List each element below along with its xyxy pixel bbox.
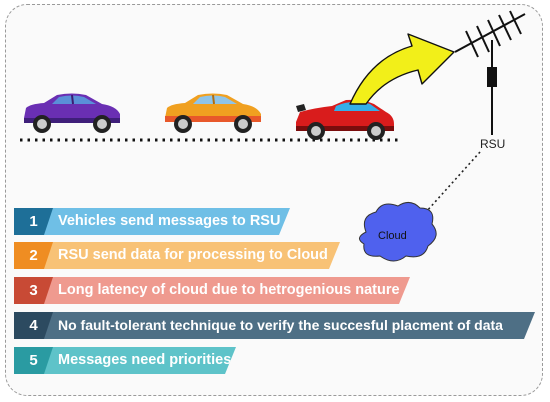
- step-4-number: 4: [14, 312, 53, 339]
- step-3-text: Long latency of cloud due to hetrogeniou…: [58, 282, 400, 298]
- cloud-label: Cloud: [378, 230, 407, 242]
- cloud-icon: [359, 202, 437, 262]
- orange-car-icon: [165, 93, 261, 133]
- rsu-cloud-link: [425, 151, 481, 213]
- step-1-number: 1: [14, 208, 53, 235]
- step-1: 1 Vehicles send messages to RSU: [14, 208, 290, 235]
- step-3-number: 3: [14, 277, 53, 304]
- rsu-antenna-icon: [454, 10, 526, 135]
- purple-car-icon: [24, 93, 120, 133]
- step-3: 3 Long latency of cloud due to hetrogeni…: [14, 277, 410, 304]
- step-2: 2 RSU send data for processing to Cloud: [14, 242, 340, 269]
- step-2-number: 2: [14, 242, 53, 269]
- step-4: 4 No fault-tolerant technique to verify …: [14, 312, 535, 339]
- rsu-label: RSU: [480, 137, 506, 151]
- step-2-text: RSU send data for processing to Cloud: [58, 247, 328, 263]
- step-1-text: Vehicles send messages to RSU: [58, 213, 281, 229]
- step-5: 5 Messages need priorities: [14, 347, 236, 374]
- step-5-text: Messages need priorities: [58, 352, 232, 368]
- step-5-number: 5: [14, 347, 53, 374]
- red-sports-car-icon: [296, 99, 394, 140]
- step-4-text: No fault-tolerant technique to verify th…: [58, 317, 503, 333]
- yellow-arrow-icon: [349, 33, 455, 105]
